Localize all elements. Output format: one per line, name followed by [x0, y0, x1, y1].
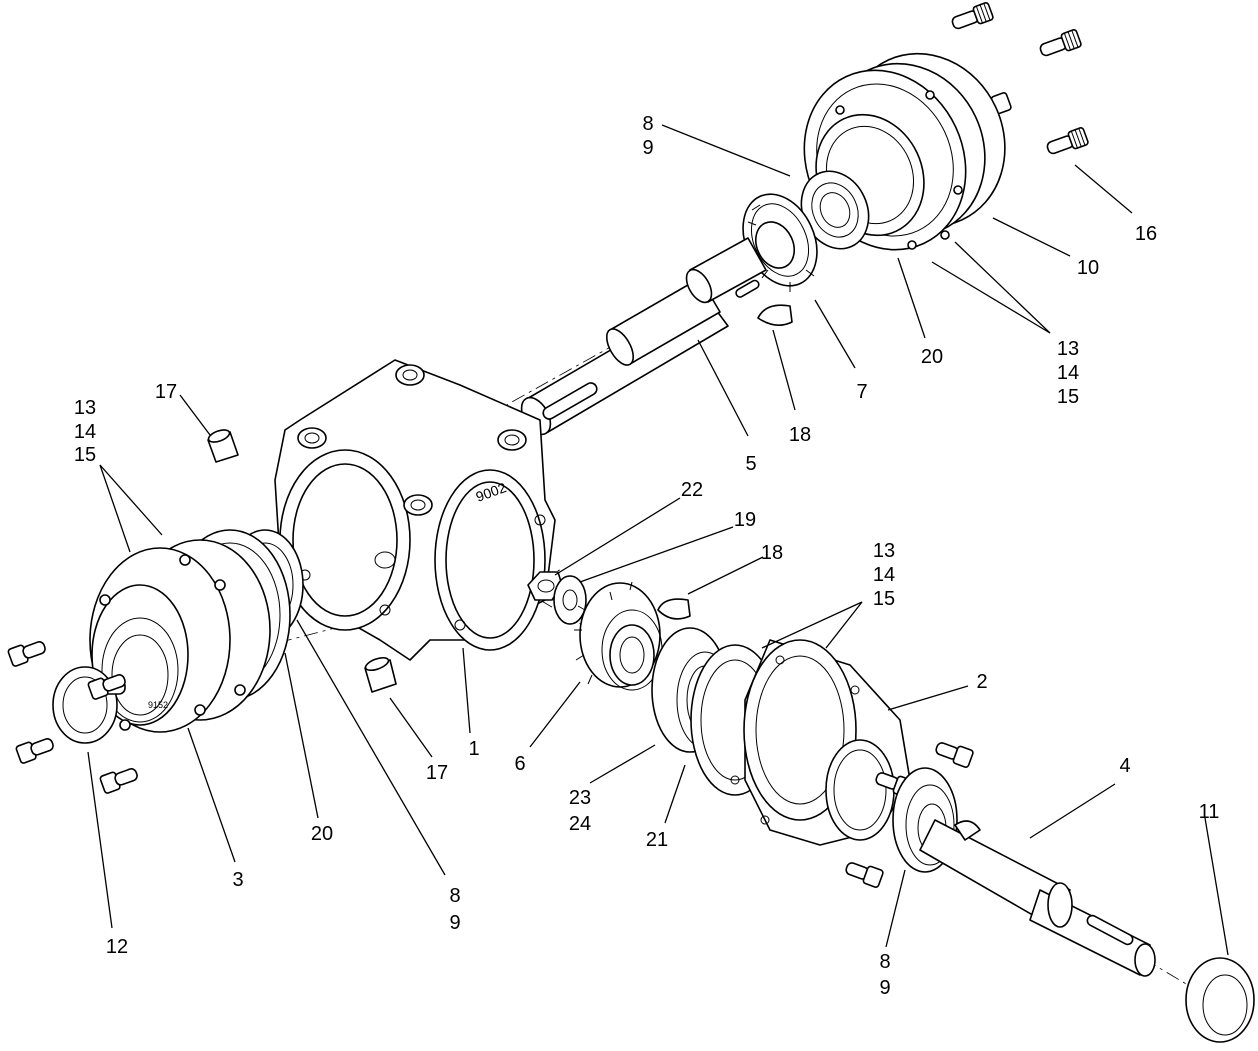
cover-code: 9152 [148, 700, 168, 710]
callout-5: 5 [745, 453, 756, 475]
bolt-top-1 [951, 2, 994, 30]
bevel-gear-mid [574, 581, 663, 691]
bolt-left-2 [87, 674, 126, 700]
callout-line: 10 [1077, 257, 1099, 279]
callout-line: 12 [106, 936, 128, 958]
bolt-left-4 [99, 768, 138, 794]
callout-line: 22 [681, 479, 703, 501]
shaft-lower [919, 819, 1156, 977]
leader-lines [87, 124, 1229, 956]
housing: 9002 [274, 359, 556, 661]
callout-line: 3 [232, 869, 243, 891]
bolt-left-1 [7, 641, 46, 667]
callout-line: 8 [879, 951, 890, 973]
callout-22: 22 [681, 479, 703, 501]
callout-20-bottom: 20 [311, 823, 333, 845]
callout-7: 7 [856, 381, 867, 403]
callout-13-14-15-left: 13 14 15 [74, 397, 96, 466]
callout-2: 2 [976, 671, 987, 693]
callout-line: 14 [873, 564, 895, 586]
callout-line: 21 [646, 829, 668, 851]
callout-18-top: 18 [789, 424, 811, 446]
callout-8-9-bottom: 8 9 [449, 885, 460, 934]
callout-12: 12 [106, 936, 128, 958]
callout-1: 1 [468, 738, 479, 760]
callout-8-9-right: 8 9 [879, 951, 890, 999]
callout-17-bottom: 17 [426, 762, 448, 784]
callout-21: 21 [646, 829, 668, 851]
bolt-left-3 [15, 738, 54, 764]
callout-line: 11 [1199, 801, 1220, 823]
plug-top [207, 429, 239, 463]
callout-line: 8 [449, 885, 460, 907]
callout-line: 18 [789, 424, 811, 446]
callout-line: 1 [468, 738, 479, 760]
callout-line: 9 [642, 137, 653, 159]
callout-line: 2 [976, 671, 987, 693]
callout-line: 7 [856, 381, 867, 403]
callout-line: 19 [734, 509, 756, 531]
callout-line: 9 [449, 912, 460, 934]
callout-line: 15 [873, 588, 895, 610]
callout-10: 10 [1077, 257, 1099, 279]
callout-4: 4 [1119, 755, 1130, 777]
shaft-top [520, 237, 767, 436]
key-top [757, 304, 793, 326]
callout-line: 17 [155, 381, 177, 403]
bolt-lower-1 [935, 742, 974, 768]
callout-3: 3 [232, 869, 243, 891]
callout-line: 18 [761, 542, 783, 564]
key-mid [657, 598, 691, 620]
callout-line: 13 [74, 397, 96, 419]
callout-8-9-top: 8 9 [642, 113, 653, 159]
callout-line: 6 [514, 753, 525, 775]
callout-20-top: 20 [921, 346, 943, 368]
seal-right [1185, 957, 1255, 1043]
callout-23-24: 23 24 [569, 787, 591, 835]
callout-line: 5 [745, 453, 756, 475]
callout-line: 20 [311, 823, 333, 845]
callout-line: 15 [74, 444, 96, 466]
callout-line: 24 [569, 813, 591, 835]
callout-line: 16 [1135, 223, 1157, 245]
bolt-top-4 [1046, 127, 1089, 155]
callout-line: 20 [921, 346, 943, 368]
callout-line: 4 [1119, 755, 1130, 777]
callout-line: 13 [873, 540, 895, 562]
callout-line: 17 [426, 762, 448, 784]
callout-line: 14 [1057, 362, 1079, 384]
bolt-top-2 [1039, 29, 1082, 57]
callout-line: 13 [1057, 338, 1079, 360]
callout-19: 19 [734, 509, 756, 531]
cup-2 [730, 639, 911, 846]
callout-line: 23 [569, 787, 591, 809]
callout-line: 14 [74, 421, 96, 443]
washer [553, 575, 587, 625]
callout-line: 9 [879, 977, 890, 999]
callout-18-mid: 18 [761, 542, 783, 564]
callout-6: 6 [514, 753, 525, 775]
bolt-lower-3 [845, 862, 884, 888]
nut [527, 571, 563, 601]
plug-bottom [364, 656, 397, 693]
cover-left: 9152 [89, 529, 304, 733]
callout-17-top: 17 [155, 381, 177, 403]
callout-11: 11 [1199, 801, 1220, 823]
callout-line: 8 [642, 113, 653, 135]
callout-line: 15 [1057, 386, 1079, 408]
callout-13-14-15-mid: 13 14 15 [873, 540, 895, 610]
callout-16: 16 [1135, 223, 1157, 245]
callout-13-14-15-top: 13 14 15 [1057, 338, 1079, 408]
